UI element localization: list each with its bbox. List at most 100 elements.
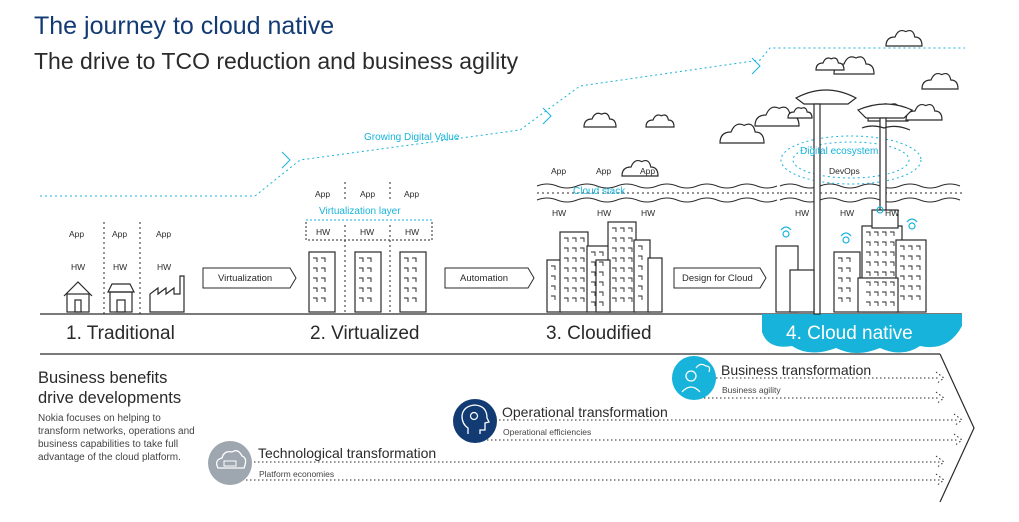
window <box>599 281 604 286</box>
window <box>874 251 879 256</box>
stage-label-cloudified: 3. Cloudified <box>546 323 652 344</box>
hw-label: HW <box>597 208 612 218</box>
big-chevron <box>939 353 975 503</box>
app-label: App <box>596 166 612 176</box>
virtualization-arrow-label: Virtualization <box>218 273 273 284</box>
antenna-icons <box>780 206 918 244</box>
window <box>874 291 879 296</box>
window <box>882 261 887 266</box>
cloud-icon <box>621 159 659 177</box>
city-skyline-4 <box>775 209 927 313</box>
window <box>866 231 871 236</box>
window <box>638 255 643 260</box>
ecosystem-band-bottom <box>779 197 961 203</box>
window <box>591 281 596 286</box>
window <box>367 257 372 262</box>
window <box>580 277 585 282</box>
window <box>572 277 577 282</box>
window <box>412 277 417 282</box>
app-label: App <box>404 189 420 199</box>
window <box>412 297 417 302</box>
business-benefits-body: Nokia focuses on helping to transform ne… <box>38 413 195 463</box>
window <box>591 271 596 276</box>
window <box>628 267 633 272</box>
hw-label: HW <box>795 208 810 218</box>
window <box>638 245 643 250</box>
window <box>900 275 905 280</box>
window <box>359 277 364 282</box>
virtualization-layer-label: Virtualization layer <box>319 206 401 217</box>
stage-label-virtualized: 2. Virtualized <box>310 323 420 344</box>
window <box>874 281 879 286</box>
window <box>628 257 633 262</box>
window <box>628 237 633 242</box>
window <box>612 237 617 242</box>
window <box>564 237 569 242</box>
window <box>564 267 569 272</box>
window <box>367 277 372 282</box>
window <box>838 297 843 302</box>
app-label: App <box>640 166 656 176</box>
window <box>838 267 843 272</box>
technological-transformation-subtitle: Platform economies <box>259 469 335 479</box>
window <box>591 301 596 306</box>
window <box>572 267 577 272</box>
window <box>359 257 364 262</box>
technological-transformation-title: Technological transformation <box>258 445 437 461</box>
shop-icon <box>107 283 135 313</box>
window <box>866 251 871 256</box>
transformation-tracks <box>230 371 963 487</box>
window <box>866 261 871 266</box>
stage-label-traditional: 1. Traditional <box>66 323 175 344</box>
business-transformation-subtitle: Business agility <box>722 385 781 395</box>
window <box>846 287 851 292</box>
window <box>882 301 887 306</box>
window <box>890 261 895 266</box>
app-label: App <box>69 229 85 239</box>
window <box>551 275 556 280</box>
person-cloud-icon <box>672 356 716 400</box>
window <box>916 285 921 290</box>
window <box>412 287 417 292</box>
window <box>313 297 318 302</box>
window <box>321 257 326 262</box>
window <box>620 287 625 292</box>
cloud-icon <box>787 107 813 119</box>
cloud-icon <box>645 114 675 128</box>
window <box>580 257 585 262</box>
house-icon <box>63 281 93 313</box>
window <box>313 257 318 262</box>
server-rack <box>308 251 427 313</box>
window <box>882 271 887 276</box>
window <box>638 265 643 270</box>
hw-label: HW <box>113 262 128 272</box>
window <box>412 257 417 262</box>
window <box>882 251 887 256</box>
window <box>564 287 569 292</box>
window <box>628 247 633 252</box>
window <box>612 227 617 232</box>
window <box>890 241 895 246</box>
growing-digital-value-label: Growing Digital Value <box>364 132 460 143</box>
window <box>367 287 372 292</box>
factory-icon <box>149 275 185 313</box>
window <box>572 287 577 292</box>
window <box>404 257 409 262</box>
window <box>882 281 887 286</box>
window <box>313 267 318 272</box>
window <box>321 287 326 292</box>
window <box>564 247 569 252</box>
city-skyline-3 <box>546 221 663 313</box>
window <box>882 291 887 296</box>
value-arrow-1 <box>281 151 291 169</box>
hw-label: HW <box>552 208 567 218</box>
window <box>564 297 569 302</box>
window <box>580 297 585 302</box>
window <box>551 285 556 290</box>
window <box>908 295 913 300</box>
window <box>572 237 577 242</box>
window <box>628 287 633 292</box>
cloud-stack-band-top <box>536 183 778 189</box>
window <box>638 285 643 290</box>
app-label: App <box>551 166 567 176</box>
